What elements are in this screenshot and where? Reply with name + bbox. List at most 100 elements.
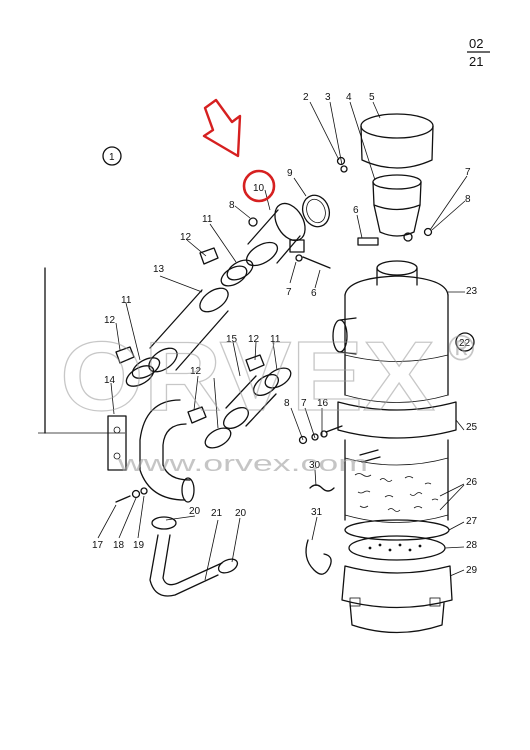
label-7-top: 7: [465, 167, 471, 178]
label-13: 13: [153, 264, 165, 275]
label-25: 25: [466, 422, 478, 433]
watermark-registered: ®: [448, 327, 475, 368]
label-11-right: 11: [270, 334, 281, 345]
label-20-right: 20: [235, 508, 247, 519]
label-20-left: 20: [189, 506, 201, 517]
label-8-lower: 8: [284, 398, 290, 409]
air-filter-assembly: [305, 113, 457, 634]
perforations: [368, 543, 422, 552]
filter-ring-2: [344, 514, 449, 523]
leader-lines: [97, 101, 468, 581]
side-outlet-pipe: [339, 317, 357, 355]
mounting-band: [337, 401, 457, 439]
hose-15: [222, 373, 280, 430]
clip-12-upper: [199, 247, 219, 265]
inlet-flange: [373, 204, 421, 237]
clip-right: [429, 597, 441, 607]
page-number-top: 02: [469, 36, 483, 51]
cap-collar: [372, 174, 422, 190]
label-28: 28: [466, 540, 478, 551]
label-21: 21: [211, 508, 223, 519]
nut-8-upper: [248, 217, 258, 227]
label-7-lower: 7: [301, 398, 307, 409]
gasket-9-inner: [306, 198, 326, 224]
label-3: 3: [325, 92, 331, 103]
label-11-left: 11: [121, 295, 132, 306]
label-16: 16: [317, 398, 329, 409]
page-number-bottom: 21: [469, 54, 483, 69]
label-19: 19: [133, 540, 145, 551]
label-2: 2: [303, 92, 309, 103]
label-7-mid: 7: [286, 287, 292, 298]
washer-18: [131, 489, 141, 499]
label-14: 14: [104, 375, 116, 386]
washer-8: [423, 227, 433, 237]
view-number: 1: [109, 152, 115, 163]
dust-bowl-bottom: [349, 602, 445, 634]
dust-bowl: [341, 565, 453, 609]
hose-clamp-11-right: [264, 367, 292, 389]
wire-clamp: [305, 539, 332, 575]
label-12-left: 12: [104, 315, 116, 326]
hose-clamp-11-mid: [131, 357, 161, 379]
highlight-circle: [242, 169, 276, 203]
nut-7-lower: [295, 254, 303, 262]
clip-12-mid: [187, 406, 207, 424]
pointer-arrow: [202, 98, 242, 158]
label-30: 30: [309, 460, 321, 471]
outlet-neck: [376, 260, 418, 276]
label-15: 15: [226, 334, 238, 345]
label-4: 4: [346, 92, 352, 103]
nut-7: [403, 232, 413, 242]
label-9: 9: [287, 168, 293, 179]
housing-seam: [344, 354, 449, 362]
band-top-curve: [344, 394, 449, 403]
label-6-mid: 6: [311, 288, 317, 299]
inlet-pipe: [372, 181, 422, 211]
label-12-right: 12: [248, 334, 260, 345]
label-12-mid: 12: [190, 366, 202, 377]
rain-cap-body: [360, 125, 434, 169]
label-17: 17: [92, 540, 104, 551]
label-8-top: 8: [465, 194, 471, 205]
watermark-brand: ORVEX: [60, 321, 435, 431]
label-12-upper: 12: [180, 232, 192, 243]
clip-left: [349, 597, 361, 607]
label-8-left: 8: [229, 200, 235, 211]
label-22-circle: [455, 332, 475, 352]
outlet-neck-sides: [376, 267, 418, 286]
clip-12-left: [115, 346, 135, 364]
label-26: 26: [466, 477, 478, 488]
band-fasteners: [298, 425, 343, 445]
hose-13: [148, 287, 229, 373]
band-bolts: [359, 449, 381, 463]
housing-top: [344, 275, 449, 296]
label-10: 10: [253, 183, 265, 194]
view-number-circle: [102, 146, 122, 166]
mount-bracket: [107, 415, 127, 471]
label-11-upper: 11: [202, 214, 213, 225]
bolt-17: [115, 495, 131, 503]
filter-ring-1: [344, 457, 449, 466]
watermark-url: www.orvex.com: [116, 451, 368, 476]
filter-media: [354, 473, 439, 512]
pipe-21: [149, 516, 239, 597]
label-6-top: 6: [353, 205, 359, 216]
cap-fasteners: [336, 156, 433, 246]
hose-clamp-11-low: [204, 427, 232, 449]
nut-19: [140, 487, 148, 495]
label-18: 18: [113, 540, 125, 551]
label-22: 22: [459, 338, 471, 349]
intake-elbow-10: [245, 202, 306, 267]
label-27: 27: [466, 516, 478, 527]
part-labels: 2 3 4 5 7 8 6 9 8 11 12 13 7 6 23 11 12 …: [92, 92, 478, 576]
bolt-6: [357, 237, 379, 246]
lower-elbow-14: [107, 399, 195, 503]
seal-ring: [344, 519, 450, 541]
gasket-9: [301, 194, 331, 228]
label-23: 23: [466, 286, 478, 297]
rain-cap-top: [360, 113, 434, 139]
label-31: 31: [311, 507, 323, 518]
